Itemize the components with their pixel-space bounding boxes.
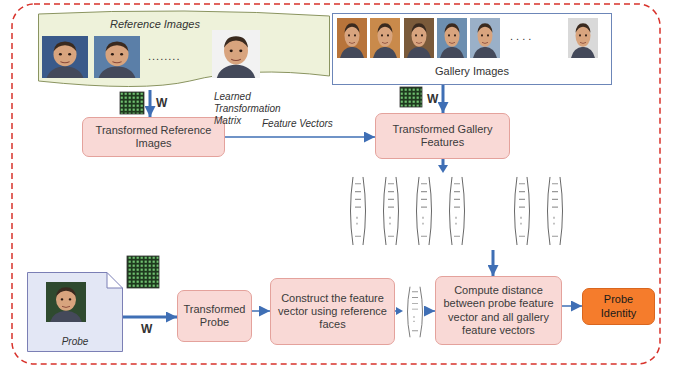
- face-photo: [94, 36, 140, 78]
- arrow-head: [396, 307, 403, 315]
- feature-vector: [384, 177, 399, 245]
- probe-feature-vector: [408, 287, 423, 338]
- probe-photo: [46, 282, 86, 322]
- feature-vector: [515, 177, 530, 245]
- probe-panel: Probe: [27, 272, 123, 352]
- process-box: Transformed Reference Images: [82, 117, 225, 157]
- face-photo: [404, 18, 434, 58]
- face-photo: [212, 30, 260, 78]
- feature-vector: [548, 177, 563, 245]
- box-label: Transformed Gallery Features: [382, 123, 503, 149]
- panel-outline-path: [39, 11, 330, 87]
- connector: [252, 311, 270, 312]
- face-photo: [337, 18, 367, 58]
- feature-vector: [417, 177, 432, 245]
- box-label: Probe Identity: [589, 293, 648, 319]
- connector-line: [252, 310, 270, 312]
- reference-images-panel: Reference Images: [38, 10, 330, 90]
- output-box: Probe Identity: [582, 288, 655, 325]
- face-photo: [568, 18, 598, 58]
- connector-line: [395, 310, 435, 312]
- edge-label: W: [427, 92, 438, 106]
- box-label: Compute distance between probe feature v…: [442, 284, 555, 337]
- process-box: Transformed Gallery Features: [375, 113, 510, 159]
- connector-line: [149, 90, 152, 117]
- connector-line: [443, 159, 493, 276]
- connector: [443, 85, 444, 113]
- box-label: Construct the feature vector using refer…: [277, 292, 388, 332]
- connector: [562, 306, 582, 307]
- box-label: Transformed Probe: [184, 303, 246, 329]
- connector: [225, 137, 375, 138]
- panel-label: Probe: [62, 336, 89, 347]
- process-box: Compute distance between probe feature v…: [435, 276, 562, 345]
- face-photo: [437, 18, 467, 58]
- panel-outline-path: [28, 273, 123, 352]
- face-photo: [42, 36, 88, 78]
- matrix-icon: [120, 92, 144, 114]
- face-photo: [470, 18, 500, 58]
- process-box: Transformed Probe: [177, 290, 252, 342]
- matrix-icon: [127, 256, 159, 288]
- matrix-icon: [400, 87, 422, 107]
- feature-vector: [351, 177, 366, 245]
- connector: [438, 159, 493, 276]
- arrow-head: [438, 165, 448, 173]
- edge-label: W: [141, 322, 152, 336]
- connector: [123, 317, 177, 318]
- feature-vector: [450, 177, 465, 245]
- connector: [150, 90, 151, 117]
- box-label: Transformed Reference Images: [89, 124, 218, 150]
- gallery-images-panel: Gallery Images: [332, 13, 612, 85]
- connector-line: [225, 136, 375, 138]
- connector-line: [123, 316, 177, 319]
- process-box: Construct the feature vector using refer…: [270, 278, 395, 345]
- note-label: ........: [148, 50, 208, 63]
- panel-label: Reference Images: [110, 18, 200, 30]
- face-photo: [370, 18, 400, 58]
- panel-label: Gallery Images: [435, 65, 509, 77]
- outer-dashed-border: [12, 4, 660, 364]
- edge-label: Feature Vectors: [262, 118, 333, 130]
- connector: [395, 307, 435, 315]
- connector-line: [442, 85, 445, 113]
- connector-line: [562, 305, 582, 307]
- edge-label: W: [156, 96, 167, 110]
- note-label: . . . .: [510, 30, 564, 43]
